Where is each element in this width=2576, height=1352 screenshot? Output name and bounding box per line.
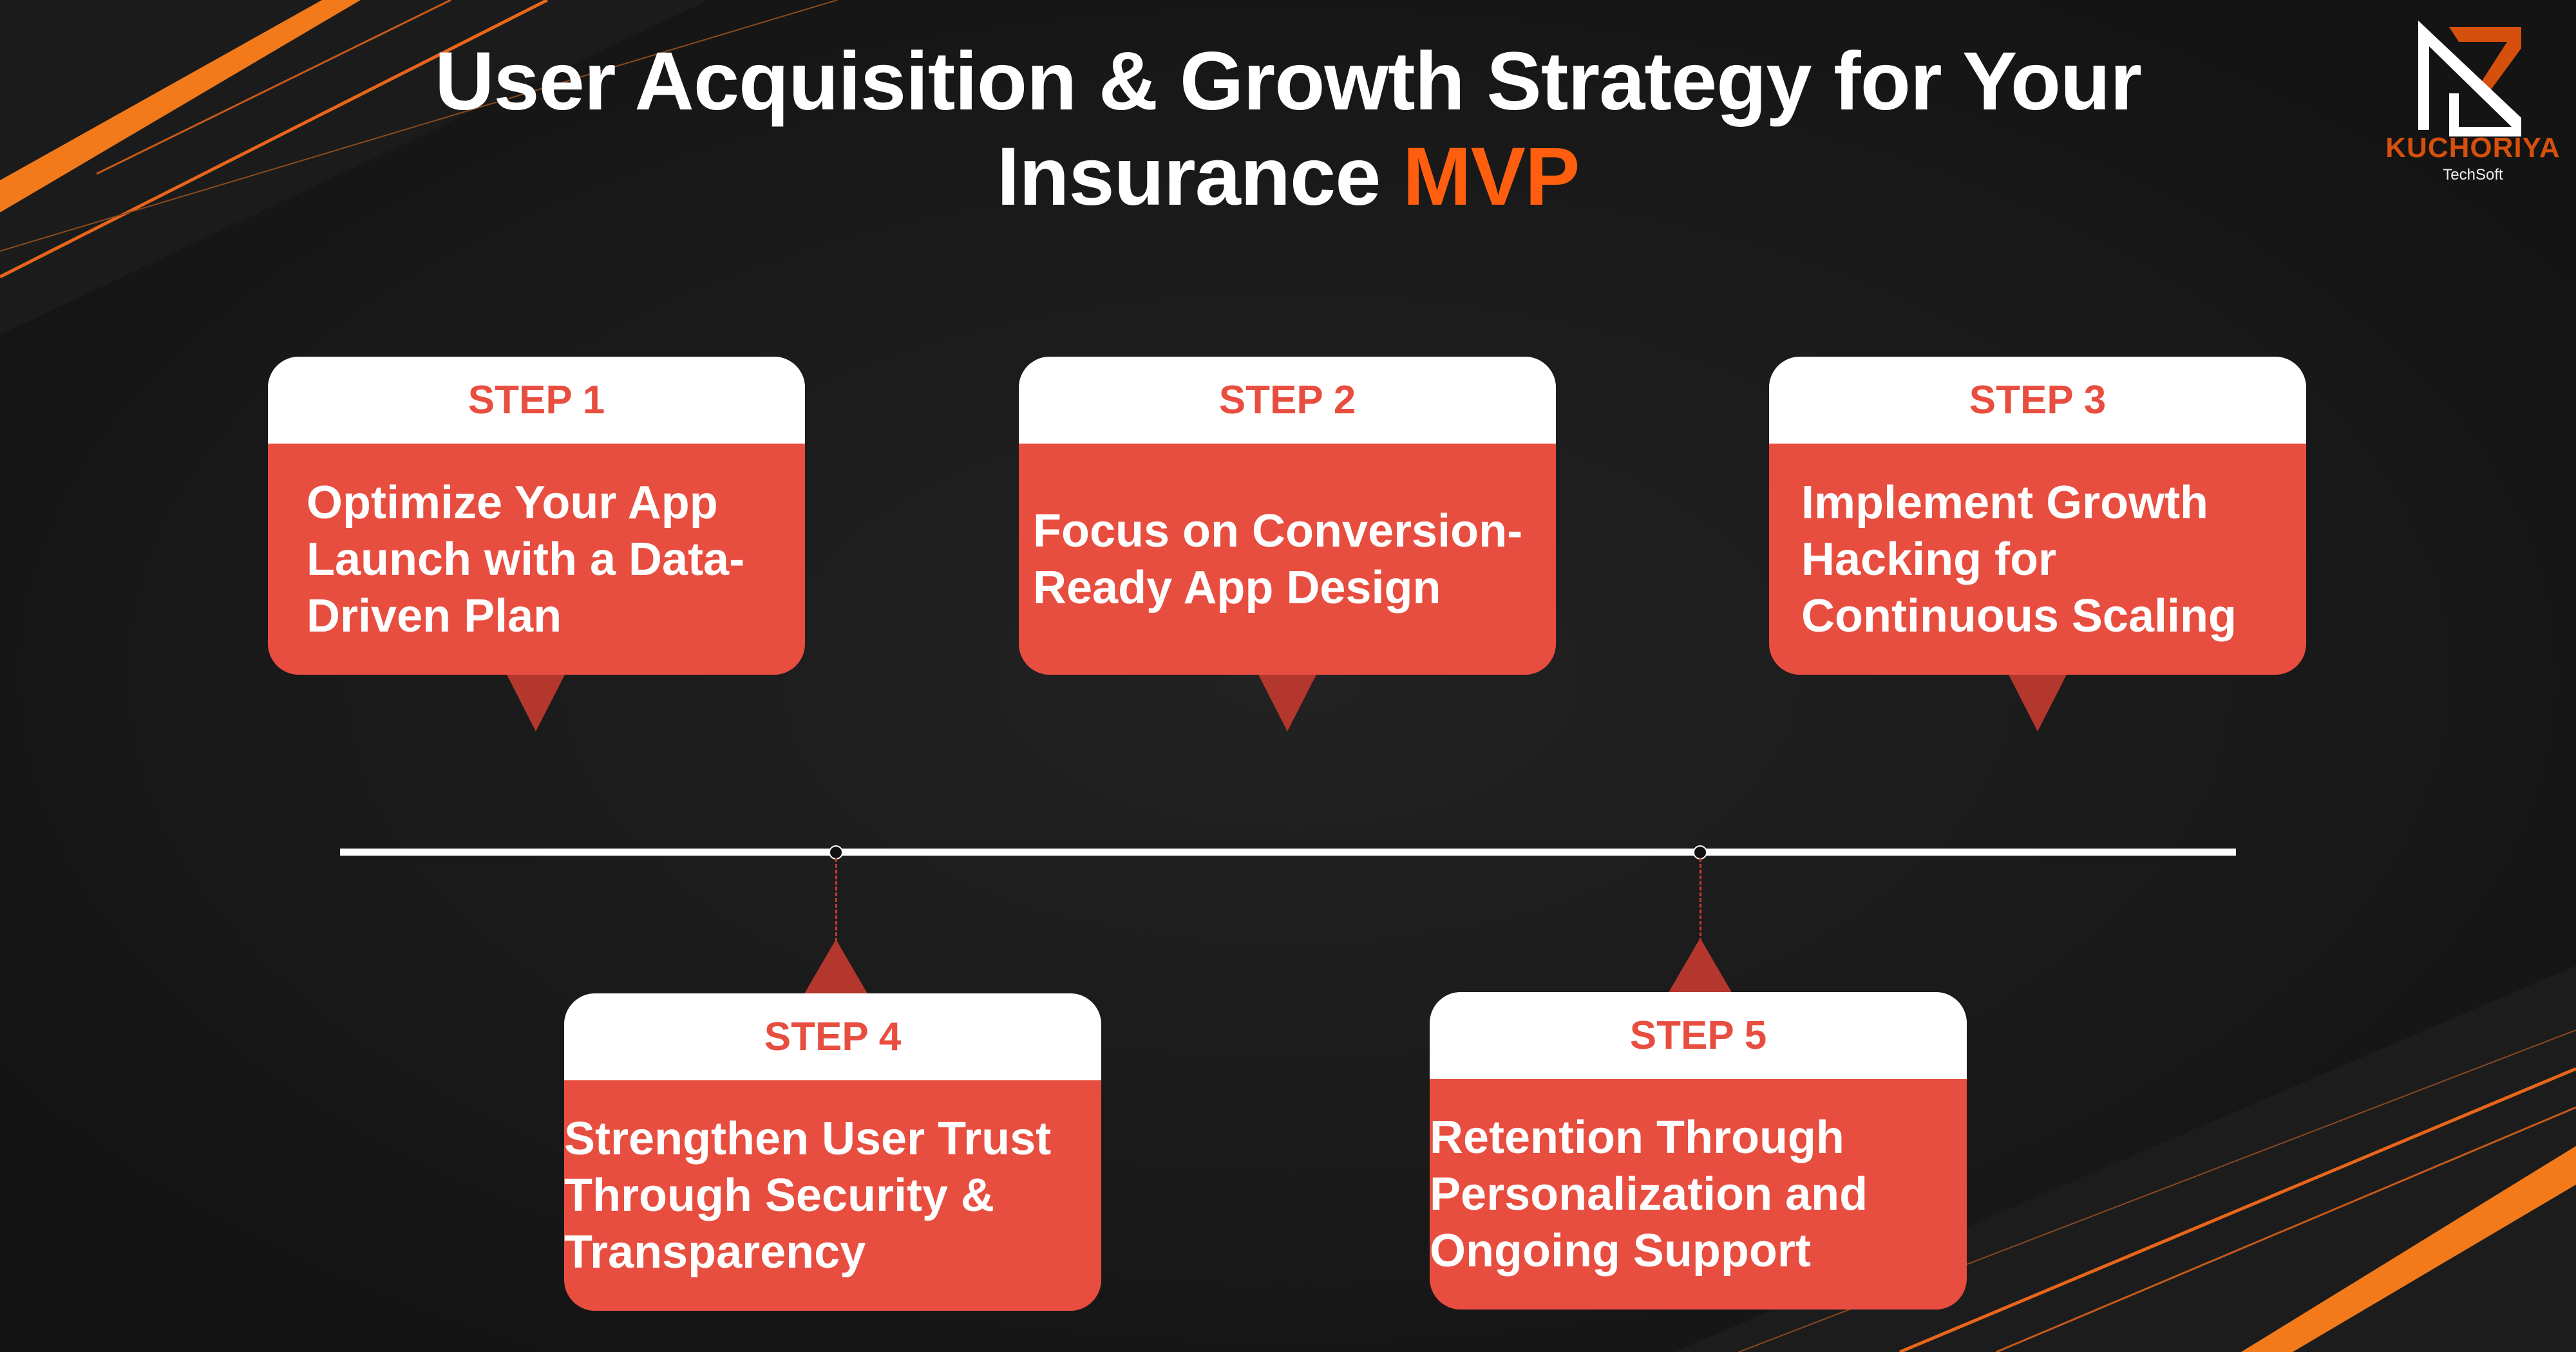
pointer-step-2 <box>1258 673 1317 731</box>
step-card-5: STEP 5 Retention Through Personalization… <box>1430 992 1967 1310</box>
step-description: Implement Growth Hacking for Continuous … <box>1801 476 2237 642</box>
step-description: Retention Through Personalization and On… <box>1430 1112 1868 1277</box>
title-accent: MVP <box>1402 131 1580 223</box>
connector-step-4 <box>835 858 837 942</box>
step-card-4: STEP 4 Strengthen User Trust Through Sec… <box>564 993 1101 1311</box>
step-label: STEP 3 <box>1769 357 2306 444</box>
step-card-2: STEP 2 Focus on Conversion-Ready App Des… <box>1019 357 1556 675</box>
title-prefix: Insurance <box>996 131 1403 223</box>
pointer-step-5 <box>1668 938 1732 993</box>
step-description: Strengthen User Trust Through Security &… <box>564 1113 1052 1278</box>
timeline-line <box>340 849 2236 856</box>
step-label: STEP 2 <box>1019 357 1556 444</box>
connector-step-5 <box>1700 858 1701 942</box>
timeline-dot-step-4 <box>829 845 843 859</box>
pointer-step-1 <box>506 673 565 731</box>
step-label: STEP 1 <box>268 357 805 444</box>
page-title-line1: User Acquisition & Growth Strategy for Y… <box>434 35 2142 127</box>
step-description: Focus on Conversion-Ready App Design <box>1033 505 1523 614</box>
logo-name: KUCHORIYA <box>2385 132 2561 164</box>
timeline-dot-step-5 <box>1693 845 1707 859</box>
step-card-3: STEP 3 Implement Growth Hacking for Cont… <box>1769 357 2306 675</box>
page-title-line2: Insurance MVP <box>0 129 2576 225</box>
step-card-1: STEP 1 Optimize Your App Launch with a D… <box>268 357 805 675</box>
pointer-step-3 <box>2008 673 2067 731</box>
logo-subtitle: TechSoft <box>2443 166 2503 183</box>
kuchoriya-logo-icon <box>2418 21 2521 136</box>
step-label: STEP 5 <box>1430 992 1967 1079</box>
step-description: Optimize Your App Launch with a Data-Dri… <box>307 476 745 642</box>
orange-stripes-top-left <box>0 0 838 279</box>
pointer-step-4 <box>804 939 868 995</box>
step-label: STEP 4 <box>564 993 1101 1080</box>
